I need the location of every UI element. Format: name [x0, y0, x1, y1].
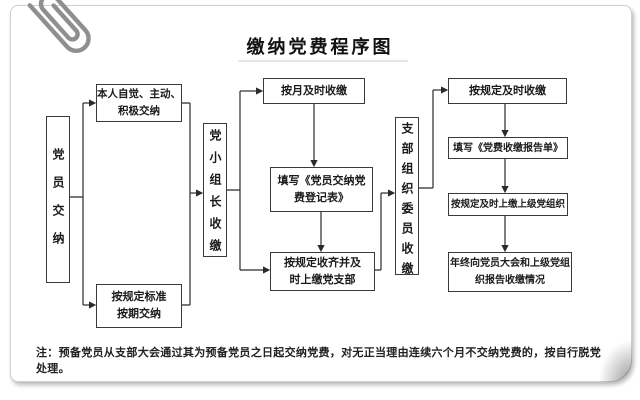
title-underline-artifact [238, 60, 408, 62]
node-register-form: 填写《党员交纳党 费登记表》 [270, 167, 373, 212]
page-curl [594, 334, 632, 382]
footnote: 注：预备党员从支部大会通过其为预备党员之日起交纳党费，对无正当理由连续六个月不交… [36, 347, 601, 375]
paperclip-icon [27, 0, 91, 54]
node-report-form: 填写《党费收缴报告单》 [448, 137, 568, 159]
node-standard-pay: 按规定标准 按期交纳 [96, 284, 182, 328]
node-collect-on-time: 按规定及时收缴 [448, 78, 567, 104]
node-voluntary-pay: 本人自觉、主动、 积极交纳 [96, 84, 182, 122]
node-committee-collect: 支部组织委员收缴 [395, 117, 419, 282]
node-member-pay: 党员交纳 [46, 116, 70, 283]
node-year-end-report: 年终向党员大会和上级党组 织报告收缴情况 [448, 252, 572, 292]
page-title: 缴纳党费程序图 [246, 37, 394, 57]
node-monthly-collect: 按月及时收缴 [263, 78, 365, 104]
node-group-leader-collect: 党小组长收缴 [203, 123, 227, 261]
node-hand-to-higher: 按规定及时上缴上级党组织 [448, 193, 568, 216]
node-hand-to-branch: 按规定收齐并及 时上缴党支部 [270, 252, 375, 291]
